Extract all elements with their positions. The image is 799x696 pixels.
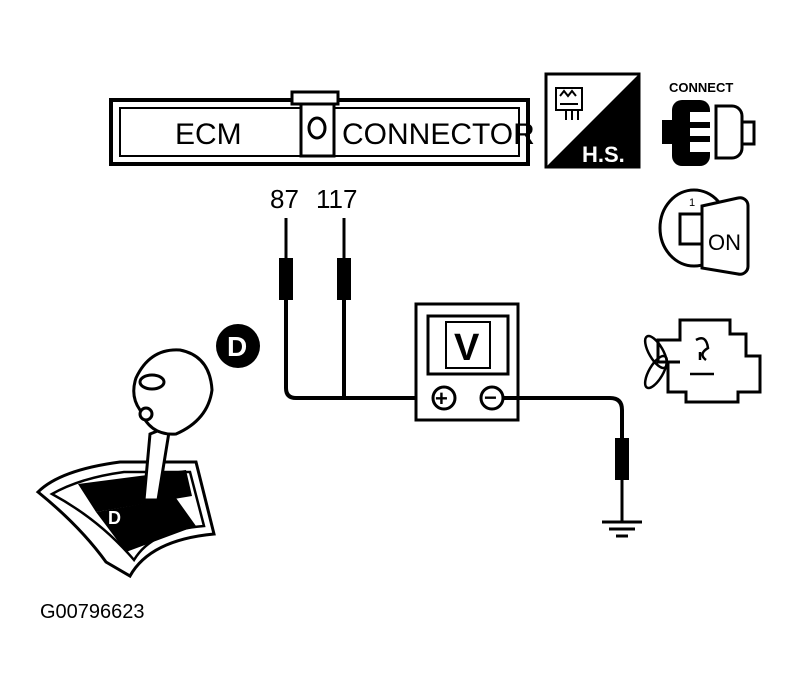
connector-disconnect-icon: CONNECT (662, 80, 756, 166)
connect-label: CONNECT (669, 80, 733, 95)
probe-wire-pin-87 (279, 218, 416, 400)
positive-terminal-label: + (435, 386, 448, 411)
ground-wire (503, 396, 629, 522)
gate-d-label: D (108, 508, 121, 528)
figure-code: G00796623 (40, 601, 145, 623)
ground-symbol-icon (602, 520, 642, 538)
pin-87-label: 87 (270, 184, 299, 214)
ignition-on-label: ON (708, 230, 741, 255)
voltmeter-v-label: V (454, 327, 480, 369)
positive-terminal (431, 385, 457, 411)
connector-label: CONNECTOR (342, 118, 535, 151)
drive-badge-label: D (227, 331, 247, 362)
ignition-key-icon: 1 ON (658, 188, 750, 276)
probe-wire-pin-117 (337, 218, 351, 398)
negative-terminal-label: − (484, 385, 497, 410)
ecm-connector-label: ECM CONNECTOR (109, 90, 535, 166)
voltmeter: V + − (414, 302, 520, 422)
engine-running-icon (643, 318, 762, 404)
ignition-index-mark: 1 (689, 197, 695, 209)
drive-badge-icon (216, 324, 260, 368)
harness-side-icon: H.S. (544, 72, 641, 169)
pin-117-label: 117 (316, 184, 357, 214)
shift-lever-drive-icon: D D (35, 324, 260, 579)
harness-side-label: H.S. (582, 142, 625, 167)
ecm-label: ECM (175, 118, 242, 151)
